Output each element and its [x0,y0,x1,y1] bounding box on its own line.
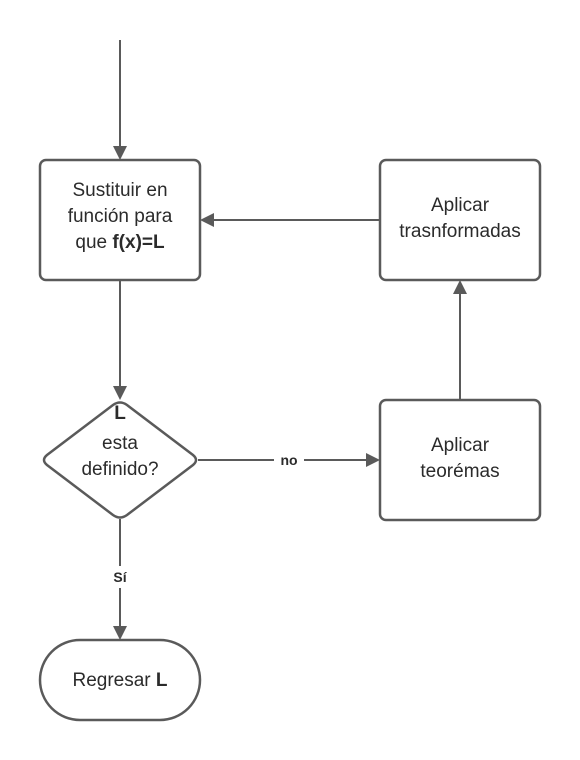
node-sustituir: Sustituir en función para que f(x)=L [38,158,202,282]
arrowhead-icon [366,453,380,467]
node-decision-line1: L [114,403,126,424]
edge-teoremas-to-trasnformadas [453,280,467,400]
arrowhead-icon [453,280,467,294]
node-sustituir-line3-bold: f(x)=L [112,232,165,253]
node-trasnformadas-line1: Aplicar [431,195,490,216]
node-teoremas-line2: teorémas [420,461,499,482]
edge-decision-to-teoremas: no [198,450,380,470]
node-regresar-bold: L [156,670,168,691]
node-regresar-prefix: Regresar [72,670,155,691]
edge-sustituir-to-decision [113,280,127,400]
node-decision-line3: definido? [81,459,158,480]
edge-label-no: no [280,452,297,468]
arrowhead-icon [113,626,127,640]
arrowhead-icon [113,386,127,400]
node-trasnformadas-line2: trasnformadas [399,221,520,242]
arrowhead-icon [113,146,127,160]
node-decision-line2: esta [102,433,138,454]
arrowhead-icon [200,213,214,227]
node-decision: L esta definido? [42,401,198,519]
node-aplicar-teoremas: Aplicar teorémas [378,398,542,522]
node-aplicar-trasnformadas: Aplicar trasnformadas [378,158,542,282]
edge-label-si: Sí [113,569,127,585]
node-sustituir-line1: Sustituir en [72,180,167,201]
node-sustituir-line3: que f(x)=L [75,232,165,253]
edge-decision-to-regresar: Sí [107,519,133,640]
edge-trasnformadas-to-sustituir [200,213,380,227]
node-sustituir-line3-prefix: que [75,232,112,253]
edge-start-to-sustituir [113,40,127,160]
node-teoremas-line1: Aplicar [431,435,490,456]
node-regresar: Regresar L [38,638,202,722]
node-sustituir-line2: función para [68,206,173,227]
node-regresar-label: Regresar L [72,670,167,691]
